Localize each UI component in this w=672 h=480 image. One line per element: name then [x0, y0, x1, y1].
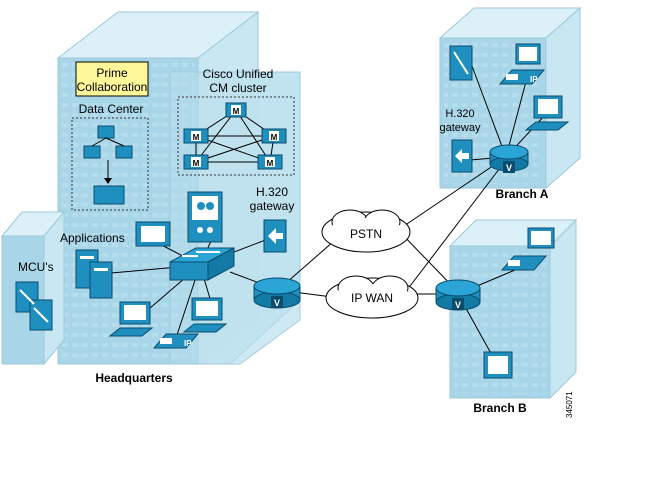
hq-switch	[169, 247, 235, 281]
pstn-cloud	[321, 209, 411, 253]
svg-text:IP: IP	[184, 339, 192, 348]
ip-phone-branch-b	[500, 255, 548, 271]
cucm-label-line1: Cisco Unified	[203, 67, 274, 81]
h320-hq-label-line1: H.320	[256, 185, 288, 199]
pc-hq-2	[182, 297, 228, 333]
prime-collaboration-box	[75, 61, 149, 97]
svg-text:M: M	[271, 133, 278, 142]
branch-b-label: Branch B	[473, 401, 527, 415]
mcu-devices	[15, 281, 53, 331]
svg-text:V: V	[274, 298, 280, 308]
headquarters-label: Headquarters	[95, 371, 173, 385]
pc-branch-a	[524, 95, 570, 131]
data-center-label: Data Center	[79, 102, 144, 116]
application-servers	[75, 249, 113, 299]
svg-text:V: V	[506, 163, 512, 173]
cm-node-2: M	[183, 128, 209, 144]
data-center-box	[71, 117, 149, 211]
ip-phone-hq: IP	[152, 333, 200, 349]
video-endpoint-branch-b	[527, 227, 555, 249]
router-hq: V	[253, 277, 301, 309]
branch-a-label: Branch A	[496, 187, 549, 201]
h320-hq-label-line2: gateway	[250, 199, 295, 213]
h320-gateway-hq	[263, 219, 287, 253]
h320-gateway-branch-a-top	[449, 45, 473, 81]
ip-wan-label: IP WAN	[351, 291, 393, 305]
router-branch-a: V	[489, 144, 529, 173]
cm-node-4: M	[183, 154, 209, 170]
svg-text:M: M	[233, 107, 240, 116]
cucm-cluster-box	[177, 96, 295, 176]
router-branch-b: V	[435, 279, 481, 311]
svg-text:M: M	[193, 159, 200, 168]
svg-text:V: V	[455, 300, 461, 310]
h320-gateway-branch-a	[451, 139, 473, 173]
video-endpoint-hq	[187, 191, 223, 243]
cm-node-5: M	[257, 154, 283, 170]
prime-label-line1: Prime	[96, 66, 128, 80]
mcus-label: MCU's	[18, 260, 54, 274]
svg-text:IP: IP	[530, 75, 538, 84]
pstn-label: PSTN	[350, 227, 382, 241]
video-endpoint-branch-a	[515, 43, 541, 65]
h320-branch-label-line1: H.320	[445, 108, 474, 120]
monitor-branch-b	[483, 351, 513, 379]
applications-label: Applications	[60, 231, 125, 245]
data-center-servers	[83, 125, 133, 205]
ip-wan-cloud	[325, 275, 419, 319]
ip-phone-branch-a: IP	[498, 69, 546, 85]
prime-label-line2: Collaboration	[77, 80, 148, 94]
cm-node-1: M	[225, 102, 247, 118]
svg-text:M: M	[193, 133, 200, 142]
svg-text:M: M	[267, 159, 274, 168]
pc-hq-1	[108, 301, 154, 337]
h320-branch-label-line2: gateway	[440, 122, 481, 134]
monitor-hq	[135, 221, 171, 247]
figure-id: 345071	[565, 391, 574, 418]
cucm-label-line2: CM cluster	[209, 81, 266, 95]
cm-node-3: M	[261, 128, 287, 144]
